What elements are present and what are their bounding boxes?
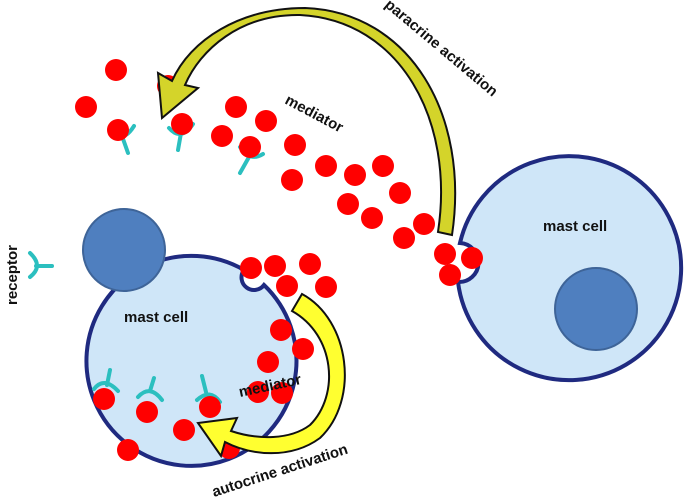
mediator-granule: [337, 193, 359, 215]
mediator-granule: [361, 207, 383, 229]
mediator-granule: [393, 227, 415, 249]
mediator-granule: [240, 257, 262, 279]
receptor-icon: [28, 251, 54, 279]
right-nucleus: [554, 267, 638, 351]
mediator-granule: [264, 255, 286, 277]
mediator-granule: [315, 276, 337, 298]
mediator-granule: [105, 59, 127, 81]
mediator-granule: [255, 110, 277, 132]
paracrine-arrow: [156, 6, 457, 237]
mediator-granule: [389, 182, 411, 204]
mediator-granule: [413, 213, 435, 235]
mediator-granule: [270, 319, 292, 341]
mediator-granule: [75, 96, 97, 118]
mediator-granule: [276, 275, 298, 297]
mediator-label-top: mediator: [282, 92, 346, 137]
mediator-granule: [136, 401, 158, 423]
mediator-granule: [171, 113, 193, 135]
receptor-label: receptor: [4, 245, 21, 305]
mediator-granule: [107, 119, 129, 141]
left-nucleus: [82, 208, 166, 292]
mediator-granule: [372, 155, 394, 177]
receptor-icon: [136, 376, 164, 402]
mediator-granule: [299, 253, 321, 275]
mediator-granule: [225, 96, 247, 118]
mediator-granule: [117, 439, 139, 461]
mediator-granule: [271, 382, 293, 404]
left-cell-label: mast cell: [124, 309, 188, 326]
autocrine-arrow: [196, 292, 346, 459]
mediator-granule: [93, 388, 115, 410]
right-cell-label: mast cell: [543, 218, 607, 235]
mediator-granule: [199, 396, 221, 418]
mediator-granule: [257, 351, 279, 373]
right-cell-membrane: [455, 154, 684, 383]
right-mast-cell: mast cell: [455, 154, 684, 383]
mediator-granule: [211, 125, 233, 147]
mediator-granule: [461, 247, 483, 269]
mediator-granule: [439, 264, 461, 286]
mediator-granule: [281, 169, 303, 191]
mediator-granule: [173, 419, 195, 441]
mediator-granule: [292, 338, 314, 360]
receptor-icon: [92, 368, 120, 393]
mediator-granule: [434, 243, 456, 265]
mediator-granule: [284, 134, 306, 156]
mediator-granule: [247, 381, 269, 403]
mediator-granule: [315, 155, 337, 177]
mediator-granule: [344, 164, 366, 186]
mediator-granule: [239, 136, 261, 158]
